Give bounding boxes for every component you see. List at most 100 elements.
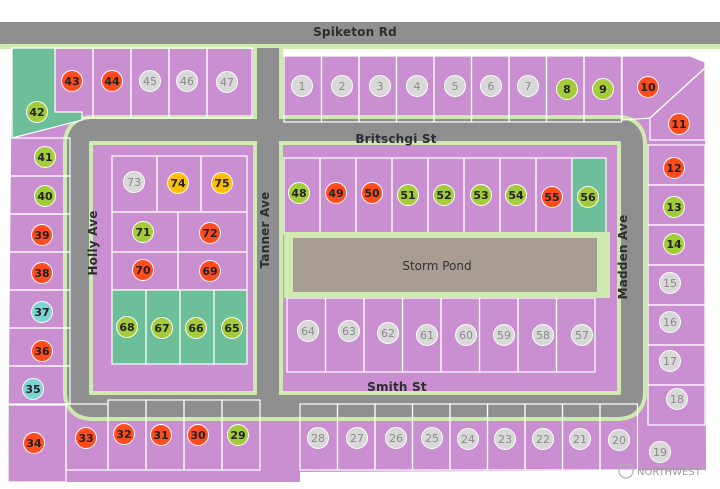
lot-marker-73: 73 (123, 171, 145, 193)
lot-marker-dot-15 (659, 272, 681, 294)
lot-marker-dot-32 (113, 423, 135, 445)
lot-marker-23: 23 (494, 428, 516, 450)
lot-marker-dot-37 (31, 301, 53, 323)
lot-marker-dot-71 (132, 221, 154, 243)
lot-marker-dot-30 (187, 424, 209, 446)
lot-marker-25: 25 (421, 427, 443, 449)
lot-number-75: 75 (214, 177, 229, 190)
lot-number-14: 14 (666, 238, 682, 251)
lot-marker-58: 58 (532, 324, 554, 346)
lot-number-62: 62 (381, 327, 395, 340)
lot-marker-dot-29 (227, 424, 249, 446)
lot-marker-52: 52 (433, 184, 455, 206)
lot-number-41: 41 (37, 151, 52, 164)
lot-marker-dot-18 (666, 388, 688, 410)
storm-pond (293, 238, 597, 292)
lot-marker-56: 56 (577, 186, 599, 208)
lot-marker-dot-5 (444, 75, 466, 97)
lot-marker-46: 46 (176, 70, 198, 92)
lot-marker-53: 53 (470, 184, 492, 206)
lot-marker-dot-43 (61, 70, 83, 92)
lot-marker-dot-49 (325, 182, 347, 204)
road-spiketon-surface (0, 22, 720, 46)
lot-marker-dot-55 (541, 186, 563, 208)
lot-number-43: 43 (64, 75, 79, 88)
lot-marker-55: 55 (541, 186, 563, 208)
lot-marker-49: 49 (325, 182, 347, 204)
lot-number-46: 46 (180, 75, 194, 88)
lot-number-74: 74 (170, 177, 186, 190)
lot-number-30: 30 (190, 429, 206, 442)
lot-marker-dot-45 (139, 70, 161, 92)
lot-marker-dot-68 (116, 316, 138, 338)
lot-number-48: 48 (291, 187, 306, 200)
lot-number-49: 49 (328, 187, 343, 200)
lot-marker-38: 38 (31, 262, 53, 284)
lot-number-16: 16 (663, 316, 677, 329)
lot-number-38: 38 (34, 267, 49, 280)
road-label-britschgi: Britschgi St (355, 132, 436, 146)
lot-marker-2: 2 (331, 75, 353, 97)
lot-marker-27: 27 (346, 427, 368, 449)
lot-number-18: 18 (670, 393, 684, 406)
lot-marker-45: 45 (139, 70, 161, 92)
lot-marker-dot-26 (385, 427, 407, 449)
lot-marker-72: 72 (199, 222, 221, 244)
lot-marker-65: 65 (221, 317, 243, 339)
lot-marker-dot-53 (470, 184, 492, 206)
lot-marker-dot-17 (659, 350, 681, 372)
lot-number-70: 70 (135, 264, 151, 277)
lot-marker-59: 59 (493, 324, 515, 346)
lot-parcels (7, 47, 706, 483)
lot-number-33: 33 (78, 432, 93, 445)
lot-marker-7: 7 (517, 75, 539, 97)
lot-number-2: 2 (339, 80, 346, 93)
lot-number-37: 37 (34, 306, 49, 319)
lot-parcel-35 (7, 365, 71, 405)
lot-marker-dot-28 (307, 427, 329, 449)
lot-marker-40: 40 (34, 185, 56, 207)
lot-number-71: 71 (135, 226, 150, 239)
lot-marker-48: 48 (288, 182, 310, 204)
lot-marker-71: 71 (132, 221, 154, 243)
lot-marker-dot-2 (331, 75, 353, 97)
lot-parcel-18 (647, 384, 706, 426)
lot-marker-33: 33 (75, 427, 97, 449)
lot-marker-6: 6 (480, 75, 502, 97)
lot-marker-dot-33 (75, 427, 97, 449)
lot-marker-9: 9 (592, 78, 614, 100)
road-label-spiketon: Spiketon Rd (313, 25, 397, 39)
lot-marker-dot-75 (211, 172, 233, 194)
lot-marker-dot-61 (416, 324, 438, 346)
lot-parcel-11 (649, 66, 706, 141)
lot-number-11: 11 (671, 118, 686, 131)
lot-marker-10: 10 (637, 76, 659, 98)
lot-marker-dot-35 (22, 378, 44, 400)
lot-number-34: 34 (26, 437, 42, 450)
lot-marker-dot-48 (288, 182, 310, 204)
lot-marker-dot-22 (532, 428, 554, 450)
lot-marker-74: 74 (167, 172, 189, 194)
lot-marker-dot-46 (176, 70, 198, 92)
lot-marker-dot-44 (101, 70, 123, 92)
lot-marker-dot-4 (406, 75, 428, 97)
lot-marker-4: 4 (406, 75, 428, 97)
lot-number-58: 58 (536, 329, 550, 342)
lot-marker-dot-3 (369, 75, 391, 97)
lot-marker-17: 17 (659, 350, 681, 372)
lot-marker-dot-23 (494, 428, 516, 450)
road-label-madden: Madden Ave (616, 215, 630, 300)
lot-marker-dot-12 (663, 157, 685, 179)
lot-number-26: 26 (389, 432, 403, 445)
lot-marker-11: 11 (668, 113, 690, 135)
lot-marker-75: 75 (211, 172, 233, 194)
lot-number-20: 20 (612, 434, 626, 447)
lot-marker-dot-25 (421, 427, 443, 449)
lot-marker-dot-20 (608, 429, 630, 451)
lot-number-29: 29 (230, 429, 245, 442)
lot-number-42: 42 (29, 106, 44, 119)
lot-marker-54: 54 (505, 184, 527, 206)
lot-number-6: 6 (488, 80, 495, 93)
lot-number-1: 1 (299, 80, 306, 93)
